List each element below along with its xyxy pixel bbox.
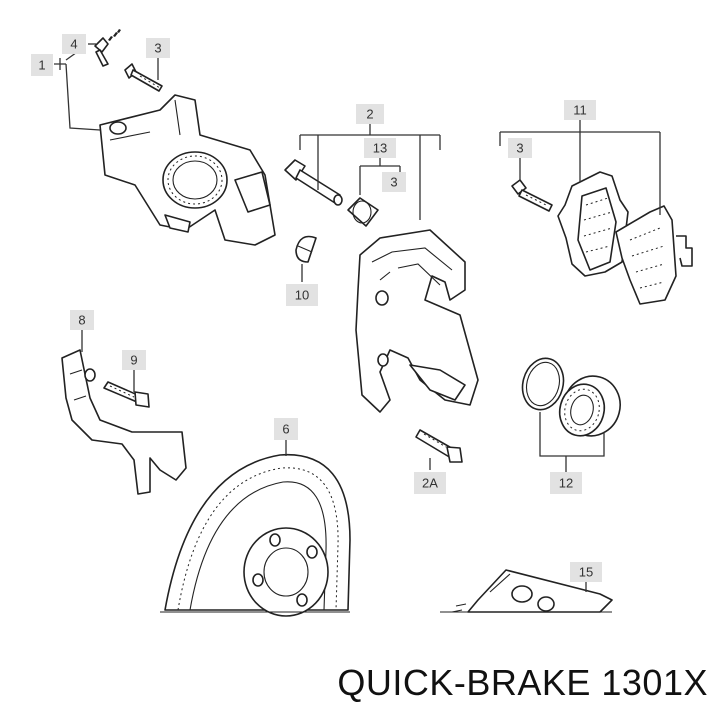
part-label-6: 6 <box>274 418 298 440</box>
svg-text:6: 6 <box>282 422 289 437</box>
heat-shield-part-8 <box>61 349 187 495</box>
grease-tube-part-15 <box>440 569 613 613</box>
svg-text:10: 10 <box>295 288 309 303</box>
part-label-4: 4 <box>62 34 86 54</box>
part-label-13: 13 <box>364 138 396 158</box>
part-number-caption: QUICK-BRAKE 1301X <box>337 662 708 703</box>
bolt-part-2a <box>415 429 463 463</box>
part-label-10: 10 <box>286 284 318 306</box>
svg-text:4: 4 <box>70 37 77 52</box>
part-label-2: 2 <box>356 104 384 124</box>
part-label-3-right: 3 <box>508 138 532 158</box>
part-label-9: 9 <box>122 350 146 370</box>
svg-text:13: 13 <box>373 141 387 156</box>
svg-text:15: 15 <box>579 565 593 580</box>
svg-text:12: 12 <box>559 476 573 491</box>
svg-text:2A: 2A <box>422 476 438 491</box>
part-label-1: 1 <box>31 54 53 76</box>
part-label-3-upper: 3 <box>146 38 170 58</box>
part-label-2a: 2A <box>414 472 446 494</box>
brake-disc-part-6 <box>160 454 351 617</box>
bolt-part-9 <box>103 381 150 408</box>
carrier-bracket-part <box>355 229 479 413</box>
seal-piston-part-12 <box>521 357 621 437</box>
svg-text:8: 8 <box>78 313 85 328</box>
svg-text:3: 3 <box>390 175 397 190</box>
svg-text:3: 3 <box>516 141 523 156</box>
guide-pin-part <box>284 159 379 227</box>
svg-text:2: 2 <box>366 107 373 122</box>
bolt-part-3c <box>511 179 553 212</box>
part-label-3-middle: 3 <box>382 172 406 192</box>
leader-lines <box>54 43 661 592</box>
svg-text:1: 1 <box>38 58 45 73</box>
bleed-screw-part-4 <box>94 29 121 67</box>
caliper-part <box>99 94 276 246</box>
dust-cap-part-10 <box>295 235 317 263</box>
part-label-11: 11 <box>564 100 596 120</box>
svg-text:11: 11 <box>573 103 587 118</box>
brake-pads-part-11 <box>557 171 693 305</box>
part-label-8: 8 <box>70 310 94 330</box>
svg-text:9: 9 <box>130 353 137 368</box>
part-label-15: 15 <box>570 562 602 582</box>
part-label-12: 12 <box>550 472 582 494</box>
bolt-part-3a <box>124 63 163 92</box>
svg-text:3: 3 <box>154 41 161 56</box>
